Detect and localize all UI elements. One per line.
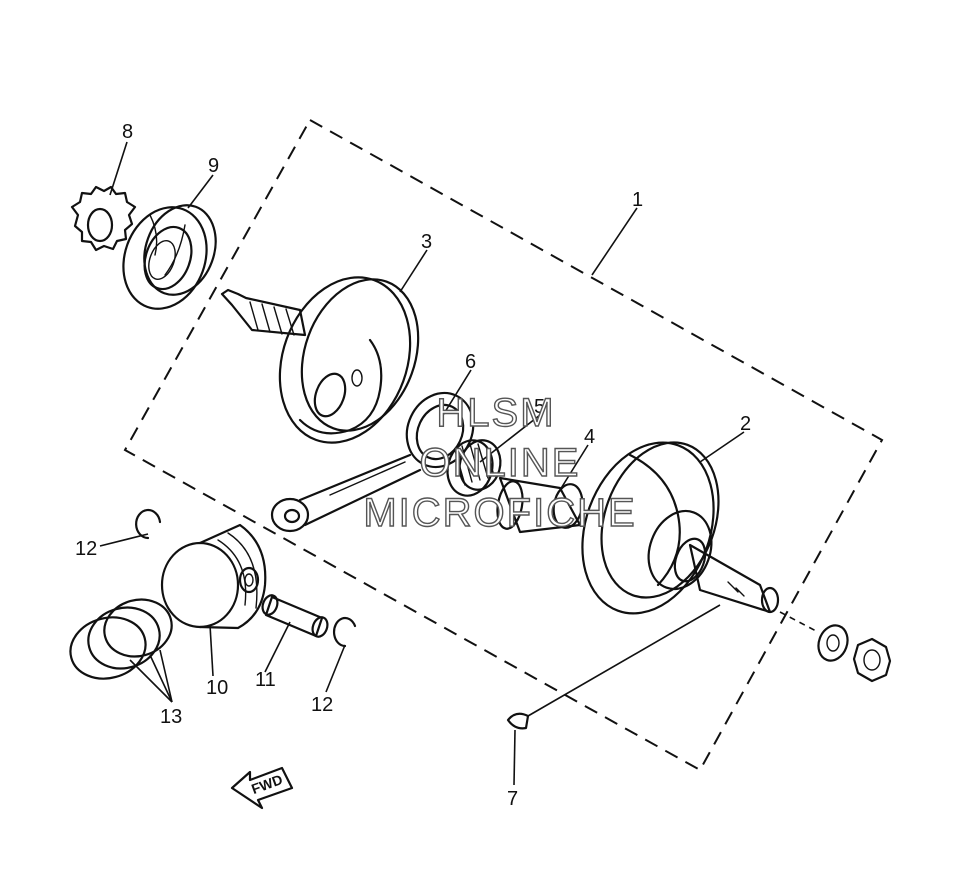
piston-rings-part-13 bbox=[69, 598, 173, 680]
right-crank-half-part-2 bbox=[581, 441, 780, 615]
callout-2: 2 bbox=[740, 413, 751, 435]
callout-8: 8 bbox=[122, 121, 133, 143]
woodruff-key-part-7 bbox=[506, 712, 530, 730]
bearing-part-9 bbox=[122, 204, 217, 310]
crank-pin-part-4 bbox=[496, 476, 584, 534]
callout-7: 7 bbox=[507, 788, 518, 810]
callout-5: 5 bbox=[534, 396, 545, 418]
piston-part-10 bbox=[160, 523, 267, 630]
callout-9: 9 bbox=[208, 155, 219, 177]
circlip-part-12-left bbox=[135, 508, 162, 540]
callout-10: 10 bbox=[206, 677, 228, 699]
watermark-line-3: MICROFICHE bbox=[363, 491, 636, 535]
washer-and-nut bbox=[779, 611, 892, 683]
callout-12-left: 12 bbox=[75, 538, 97, 560]
left-crank-half-part-3 bbox=[220, 276, 420, 444]
watermark-line-2: ONLINE bbox=[420, 441, 581, 485]
callout-11: 11 bbox=[255, 669, 276, 691]
callout-4: 4 bbox=[584, 426, 595, 448]
callout-12-right: 12 bbox=[311, 694, 333, 716]
watermark: HLSM ONLINE MICROFICHE bbox=[363, 390, 636, 535]
callout-13: 13 bbox=[160, 706, 182, 728]
leader-lines bbox=[99, 141, 745, 786]
callout-3: 3 bbox=[421, 231, 432, 253]
needle-bearing-part-5 bbox=[446, 439, 502, 497]
gear-part-8 bbox=[70, 185, 137, 252]
watermark-line-1: HLSM bbox=[436, 391, 555, 435]
fwd-arrow: FWD bbox=[230, 766, 294, 810]
callout-6: 6 bbox=[465, 351, 476, 373]
piston-pin-part-11 bbox=[261, 594, 329, 638]
circlip-part-12-right bbox=[332, 616, 357, 648]
callout-1: 1 bbox=[632, 189, 643, 211]
